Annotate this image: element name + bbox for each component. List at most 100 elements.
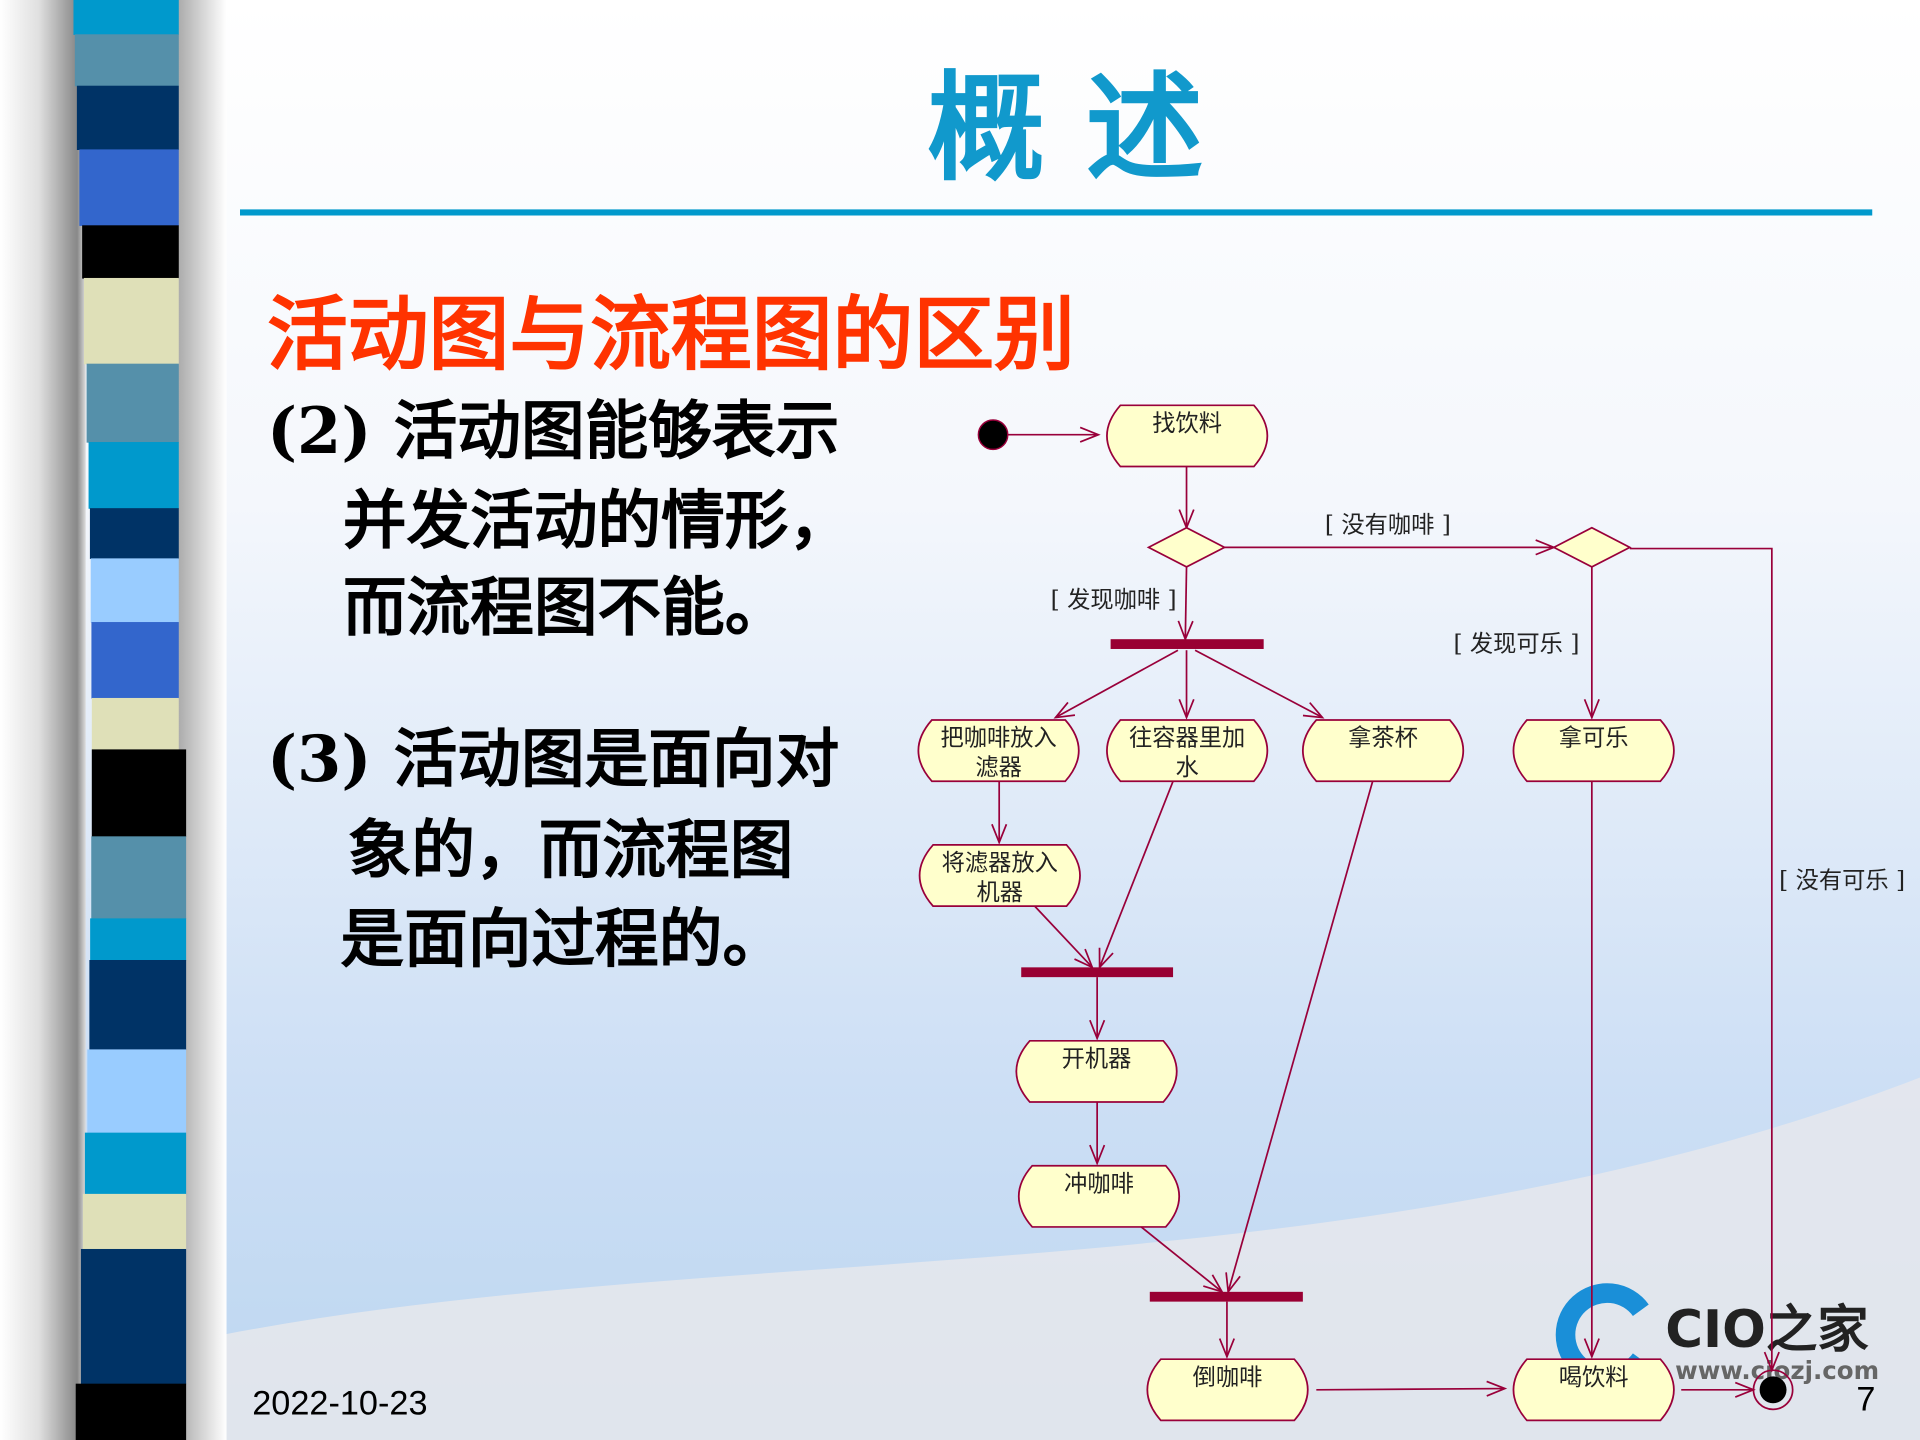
stripe	[90, 558, 179, 623]
point3-line1: (3) 活动图是面向对	[267, 722, 839, 797]
action-shape	[1512, 719, 1675, 783]
action-label: 把咖啡放入	[940, 725, 1056, 752]
action-label: 水	[1176, 754, 1199, 781]
arrowhead-icon	[1079, 426, 1101, 443]
arrowhead-icon	[1302, 702, 1325, 719]
stripe	[74, 34, 179, 87]
stripe	[86, 363, 179, 443]
stripe	[76, 85, 179, 150]
point3-line2: 象的，而流程图	[348, 813, 794, 888]
flow-edge	[1194, 649, 1323, 719]
flow-edge	[1140, 1226, 1223, 1293]
action-label: 拿茶杯	[1348, 725, 1418, 752]
background-wave	[222, 1077, 1920, 1440]
flow-edge	[1034, 905, 1093, 968]
flow-edge	[1055, 649, 1179, 719]
action-shape	[918, 844, 1081, 907]
arrowhead-icon	[1089, 1144, 1106, 1166]
stripe	[79, 149, 179, 226]
point3-line3: 是面向过程的。	[340, 902, 786, 977]
point2-line1: (2) 活动图能够表示	[267, 394, 839, 469]
action-shape	[1302, 719, 1464, 783]
slide-date: 2022-10-23	[252, 1384, 427, 1422]
flow-edge	[1227, 780, 1374, 1293]
action-shape	[1106, 719, 1269, 783]
stripe	[91, 836, 187, 919]
arrowhead-icon	[1486, 1380, 1508, 1397]
stripe	[82, 1193, 187, 1250]
stripe	[91, 749, 187, 837]
final-node-core	[1759, 1376, 1787, 1404]
final-node	[1752, 1369, 1794, 1411]
flow-edge	[1098, 780, 1174, 968]
action-shape	[1015, 1039, 1178, 1103]
stripe	[73, 0, 179, 35]
arrowhead-icon	[1583, 699, 1600, 720]
stripe	[83, 277, 179, 365]
stripe	[80, 1248, 187, 1385]
action-node-drink: 喝饮料	[1512, 1358, 1675, 1422]
arrowhead-icon	[1178, 699, 1195, 720]
action-node-pour: 倒咖啡	[1146, 1358, 1309, 1422]
action-node-cola: 拿可乐	[1512, 719, 1675, 783]
point2-line3: 而流程图不能。	[343, 570, 789, 645]
flow-edge	[1316, 1387, 1505, 1391]
slide-title: 概 述	[927, 59, 1203, 197]
slide-subtitle: 活动图与流程图的区别	[267, 287, 1075, 382]
action-shape	[1018, 1164, 1180, 1228]
arrowhead-icon	[991, 823, 1008, 845]
decision-node	[1552, 526, 1632, 568]
left-shade	[0, 0, 86, 1440]
guard-no-cola: [ 没有可乐 ]	[1779, 867, 1905, 894]
guard-no-coffee: [ 没有咖啡 ]	[1325, 512, 1451, 539]
stripe	[82, 225, 179, 279]
sync-bar	[1110, 639, 1264, 649]
action-label: 拿可乐	[1559, 725, 1629, 752]
stripe	[84, 1132, 187, 1195]
guard-found-cola: [ 发现可乐 ]	[1453, 630, 1579, 657]
page-number: 7	[1856, 1381, 1875, 1419]
action-label: 将滤器放入	[942, 850, 1058, 877]
action-shape	[1146, 1358, 1309, 1422]
stripe	[89, 508, 179, 559]
action-label: 机器	[977, 879, 1024, 906]
action-shape	[1512, 1358, 1675, 1422]
diagram-edges	[991, 426, 1780, 1398]
action-label: 往容器里加	[1129, 725, 1245, 752]
stripe	[89, 960, 187, 1050]
flow-edge	[1184, 566, 1188, 640]
sync-bar	[1021, 967, 1174, 978]
initial-node	[977, 419, 1009, 451]
action-label: 滤器	[975, 754, 1022, 781]
stripe	[90, 918, 187, 961]
action-label: 冲咖啡	[1064, 1170, 1134, 1197]
stripe	[88, 442, 179, 509]
sync-bar	[1149, 1291, 1303, 1302]
title-rule	[240, 209, 1873, 216]
action-node-start: 开机器	[1015, 1039, 1178, 1103]
action-label: 喝饮料	[1559, 1364, 1629, 1391]
action-label: 找饮料	[1152, 410, 1222, 437]
arrowhead-icon	[1218, 1338, 1236, 1360]
action-label: 倒咖啡	[1193, 1364, 1263, 1391]
arrowhead-icon	[1583, 1338, 1600, 1360]
cio-logo: CIO之家 www.ciozj.com	[1555, 1283, 1879, 1387]
decision-node	[1146, 526, 1227, 568]
action-node-cup: 拿茶杯	[1302, 719, 1464, 783]
activity-diagram: 找饮料把咖啡放入滤器往容器里加水拿茶杯拿可乐将滤器放入机器开机器冲咖啡倒咖啡喝饮…	[917, 404, 1794, 1422]
stripe	[75, 1383, 187, 1440]
point2-line2: 并发活动的情形，	[343, 483, 852, 558]
decorative-stripe-band	[73, 0, 187, 1440]
stripe	[91, 622, 179, 699]
stripe	[91, 697, 179, 750]
arrowhead-icon	[1089, 1019, 1106, 1041]
action-label: 开机器	[1062, 1046, 1132, 1073]
action-shape	[1106, 404, 1269, 468]
arrowhead-icon	[1053, 701, 1076, 719]
action-node-brew: 冲咖啡	[1018, 1164, 1180, 1228]
action-shape	[917, 719, 1080, 783]
